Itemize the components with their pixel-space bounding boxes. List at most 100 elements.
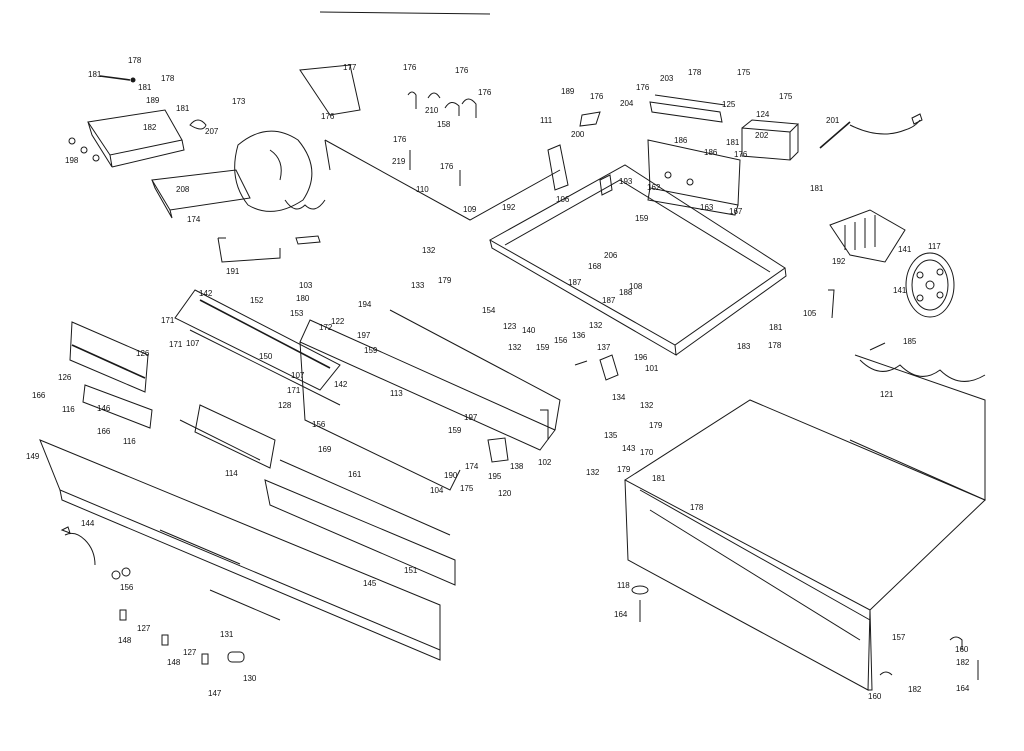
- part-label: 110: [416, 185, 429, 194]
- part-label: 163: [700, 203, 714, 212]
- part-label: 176: [403, 63, 417, 72]
- cable-144: [60, 526, 96, 566]
- part-label: 196: [634, 353, 648, 362]
- feet-160: [879, 636, 979, 680]
- part-label: 208: [176, 185, 190, 194]
- part-label: 175: [779, 92, 793, 101]
- display-window-114: [179, 404, 276, 469]
- part-label: 153: [290, 309, 304, 318]
- part-label: 194: [358, 300, 372, 309]
- part-label: 187: [602, 296, 616, 305]
- part-label: 159: [448, 426, 462, 435]
- part-label: 173: [232, 97, 246, 106]
- part-label: 168: [588, 262, 602, 271]
- part-label: 164: [956, 684, 970, 693]
- part-label: 150: [259, 352, 273, 361]
- part-label: 166: [32, 391, 46, 400]
- part-label: 174: [465, 462, 479, 471]
- part-label: 116: [123, 437, 136, 446]
- part-label: 206: [604, 251, 618, 260]
- part-label: 178: [768, 341, 782, 350]
- part-label: 178: [690, 503, 704, 512]
- part-label: 132: [589, 321, 603, 330]
- part-label: 125: [722, 100, 736, 109]
- part-label: 149: [26, 452, 40, 461]
- part-label: 135: [604, 431, 618, 440]
- part-label: 178: [161, 74, 175, 83]
- part-label: 169: [318, 445, 332, 454]
- part-label: 182: [908, 685, 922, 694]
- rear-panel-outline: [299, 64, 569, 221]
- fan-housing-part: [234, 130, 326, 212]
- part-label: 102: [538, 458, 552, 467]
- part-label: 158: [437, 120, 451, 129]
- part-label: 178: [688, 68, 702, 77]
- part-label: 126: [58, 373, 72, 382]
- part-label: 142: [199, 289, 213, 298]
- part-label: 188: [619, 288, 633, 297]
- knob-130: [119, 609, 245, 665]
- part-label: 192: [502, 203, 516, 212]
- part-label: 159: [635, 214, 649, 223]
- part-label: 178: [128, 56, 142, 65]
- part-label: 105: [803, 309, 817, 318]
- part-label: 159: [536, 343, 550, 352]
- part-label: 176: [455, 66, 469, 75]
- part-label: 181: [138, 83, 152, 92]
- switch-120: [487, 437, 509, 463]
- foot-118: [631, 585, 649, 622]
- part-label: 128: [278, 401, 292, 410]
- front-panel-150: [174, 289, 341, 406]
- part-label: 183: [737, 342, 751, 351]
- part-label: 103: [299, 281, 313, 290]
- part-label: 156: [120, 583, 134, 592]
- part-label: 132: [586, 468, 600, 477]
- panel-151: [264, 459, 456, 586]
- part-label: 151: [404, 566, 418, 575]
- part-label: 140: [522, 326, 536, 335]
- part-label: 186: [674, 136, 688, 145]
- part-label: 189: [561, 87, 575, 96]
- terminal-strip-204: [649, 94, 726, 123]
- part-label: 117: [928, 242, 941, 251]
- part-label: 122: [331, 317, 345, 326]
- part-label: 152: [250, 296, 264, 305]
- part-label: 132: [640, 401, 654, 410]
- part-label: 113: [390, 389, 403, 398]
- part-label: 175: [737, 68, 751, 77]
- part-label: 179: [617, 465, 631, 474]
- chassis-base-plate: [488, 164, 787, 356]
- part-label: 181: [88, 70, 102, 79]
- part-label: 126: [136, 349, 150, 358]
- front-bezel-149: [39, 439, 441, 661]
- bracket-200: [579, 111, 601, 127]
- part-label: 157: [892, 633, 906, 642]
- part-label: 131: [220, 630, 234, 639]
- part-label: 207: [205, 127, 219, 136]
- part-label: 132: [508, 343, 522, 352]
- part-label: 180: [296, 294, 310, 303]
- part-label: 101: [645, 364, 659, 373]
- part-label: 171: [287, 386, 301, 395]
- part-label: 179: [649, 421, 663, 430]
- part-label: 148: [167, 658, 181, 667]
- connector-196: [574, 354, 619, 381]
- part-label: 186: [704, 148, 718, 157]
- part-label: 159: [364, 346, 378, 355]
- part-label: 146: [97, 404, 111, 413]
- part-label: 187: [568, 278, 582, 287]
- part-label: 176: [734, 150, 748, 159]
- part-label: 132: [422, 246, 436, 255]
- part-label: 137: [597, 343, 611, 352]
- part-label: 136: [572, 331, 586, 340]
- part-label: 172: [319, 323, 333, 332]
- knobs-156: [111, 567, 131, 580]
- part-label: 107: [291, 371, 305, 380]
- part-label: 160: [955, 645, 969, 654]
- part-label: 174: [187, 215, 201, 224]
- part-label: 181: [652, 474, 666, 483]
- part-label: 204: [620, 99, 634, 108]
- part-label: 121: [880, 390, 894, 399]
- part-label: 203: [660, 74, 674, 83]
